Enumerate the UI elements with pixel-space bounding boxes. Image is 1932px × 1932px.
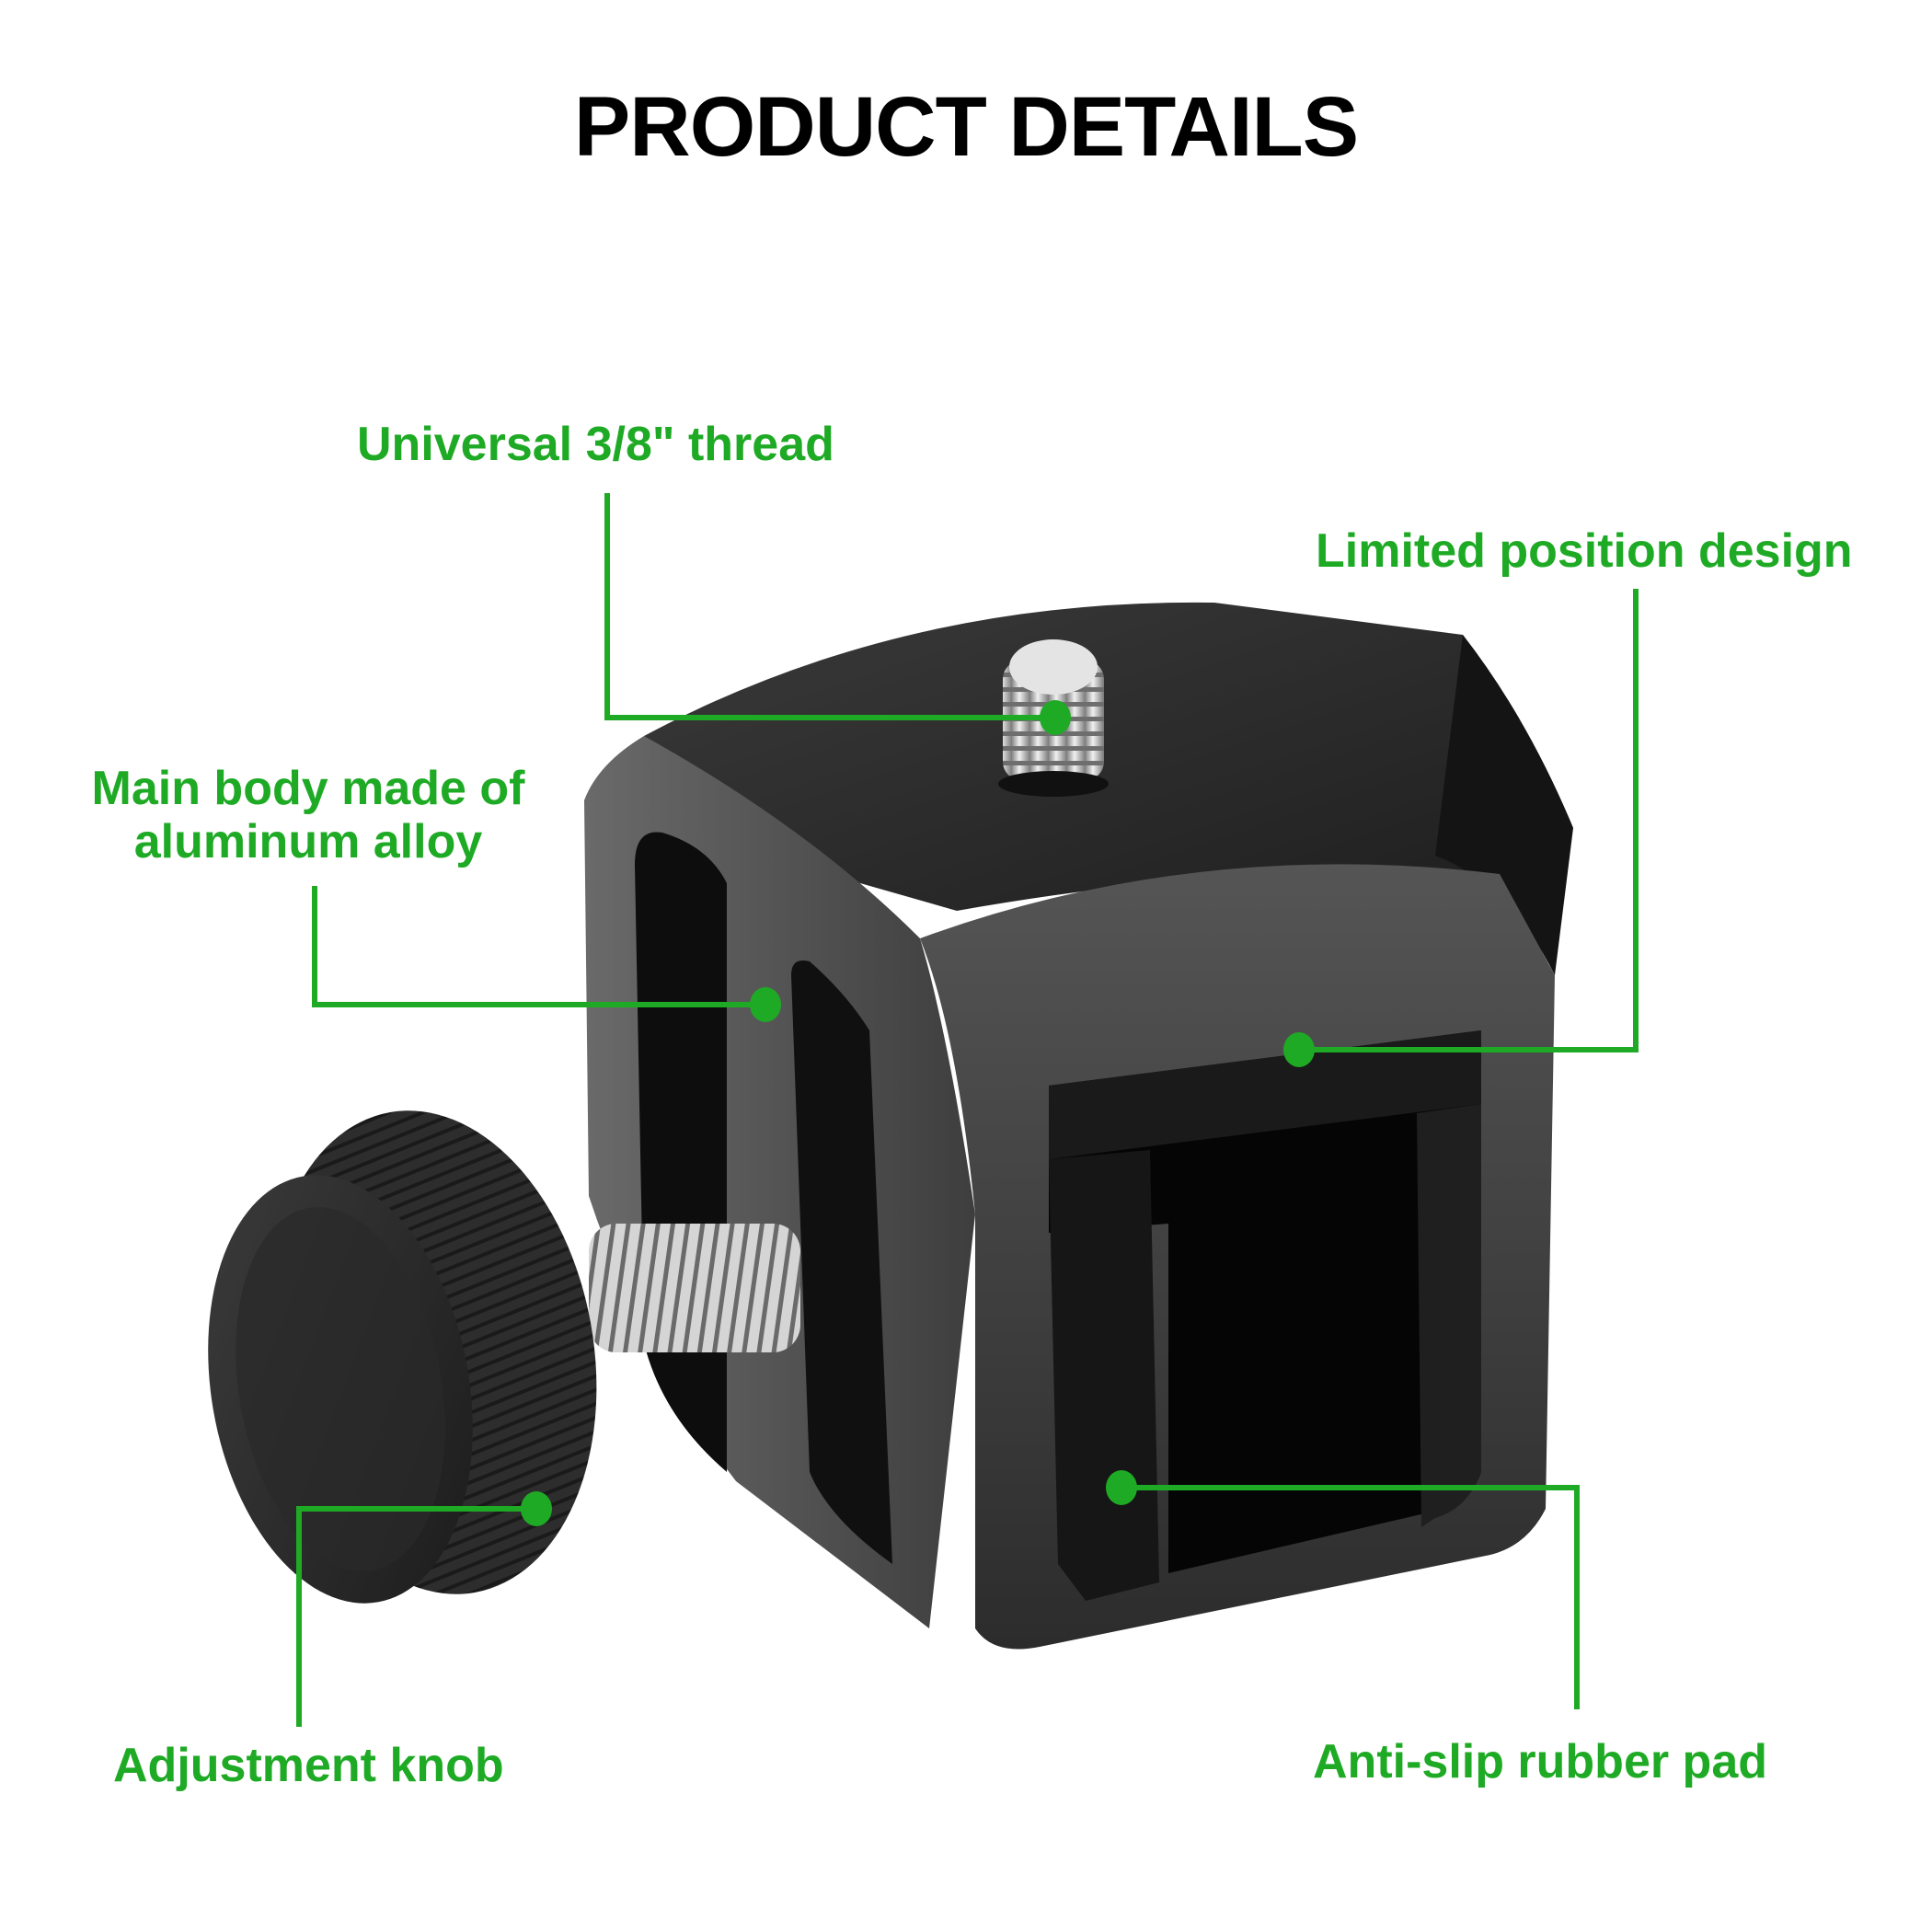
callout-limited-position-label: Limited position design [1316, 524, 1853, 578]
callout-main-body-line2: aluminum alloy [133, 815, 483, 868]
callout-knob-label: Adjustment knob [113, 1739, 504, 1792]
page-title: PRODUCT DETAILS [573, 80, 1359, 174]
callout-thread-label: Universal 3/8" thread [357, 418, 834, 471]
callout-rubber-pad-label: Anti-slip rubber pad [1313, 1735, 1767, 1788]
callout-main-body-line1: Main body made of [91, 762, 525, 815]
callout-main-body-label: Main body made of aluminum alloy [83, 762, 534, 868]
